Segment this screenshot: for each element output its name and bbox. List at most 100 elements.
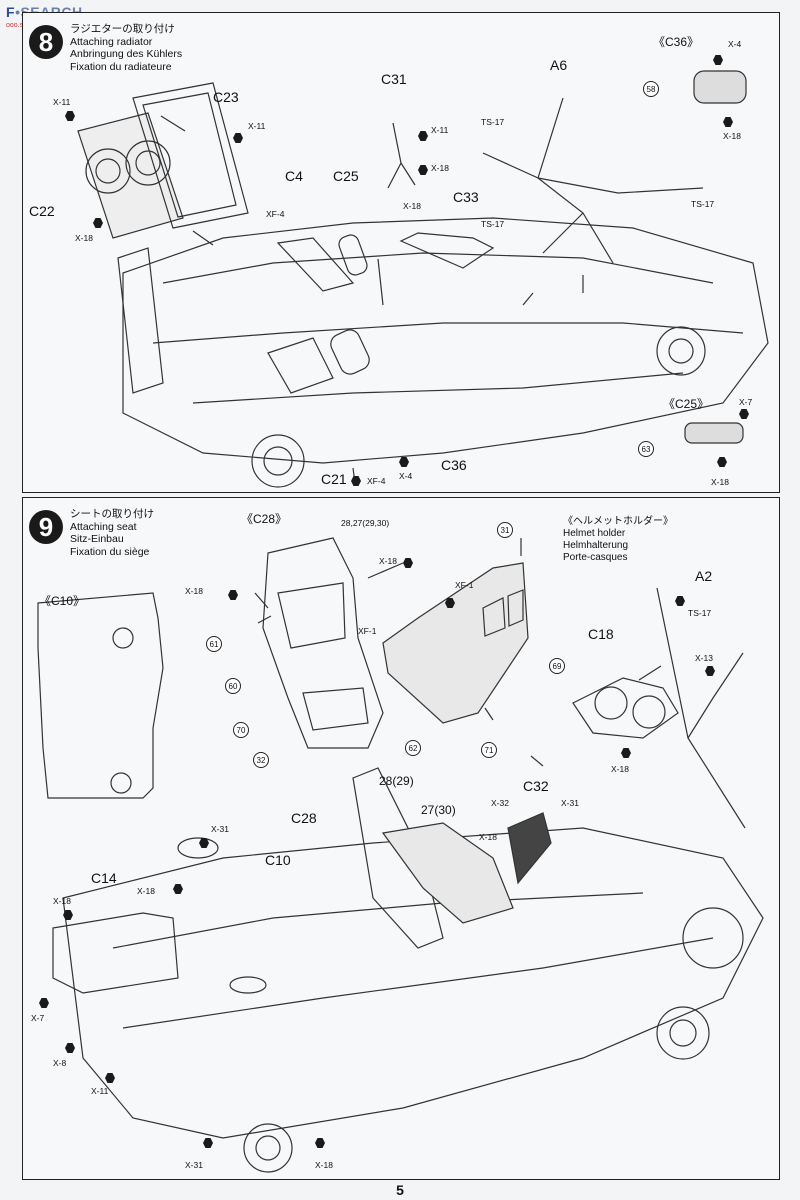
screw-label: X-11: [248, 121, 266, 131]
step-8-title: ラジエターの取り付け Attaching radiator Anbringung…: [70, 23, 182, 73]
screw-icon: [713, 55, 723, 65]
helmet-label-fr: Porte-casques: [563, 552, 628, 563]
part-label: C25: [333, 168, 359, 184]
screw-label: X-11: [91, 1086, 109, 1096]
screw-label: X-7: [739, 397, 753, 407]
screw-label: X-8: [53, 1058, 67, 1068]
inset-c36-label: 《C36》: [653, 35, 700, 49]
ref-number: 60: [225, 678, 241, 694]
screw-icon: [65, 111, 75, 121]
ref-number: 71: [481, 742, 497, 758]
part-label: C23: [213, 89, 239, 105]
screw-label: XF-1: [455, 580, 474, 590]
screw-icon: [203, 1138, 213, 1148]
ref-number: 70: [233, 722, 249, 738]
screw-icon: [739, 409, 749, 419]
step-9-illustration: [37, 537, 764, 1173]
screw-icon: [399, 457, 409, 467]
ref-number: 63: [638, 441, 654, 457]
part-label: C4: [285, 168, 303, 184]
helmet-holder-label: 《ヘルメットホルダー》 Helmet holder Helmhalterung …: [563, 516, 673, 564]
ref-number: 58: [643, 81, 659, 97]
screw-icon: [723, 117, 733, 127]
screw-label: X-32: [491, 798, 509, 808]
title-de: Sitz-Einbau: [70, 533, 124, 545]
screw-icon: [351, 476, 361, 486]
screw-label: X-18: [185, 586, 203, 596]
ref-number: 62: [405, 740, 421, 756]
step-9-badge: 9: [29, 510, 63, 544]
part-label: C21: [321, 471, 347, 487]
screw-label: X-18: [137, 886, 155, 896]
part-label: C18: [588, 626, 614, 642]
ref-list: 28,27(29,30): [341, 518, 390, 528]
screw-icon: [233, 133, 243, 143]
title-jp: シートの取り付け: [70, 508, 154, 520]
screw-label: X-18: [431, 163, 449, 173]
screw-label: TS-17: [691, 199, 715, 209]
screw-label: X-7: [31, 1013, 45, 1023]
helmet-label-jp: 《ヘルメットホルダー》: [563, 516, 673, 527]
screw-icon: [65, 1043, 75, 1053]
screw-icon: [445, 598, 455, 608]
title-en: Attaching seat: [70, 520, 137, 533]
title-fr: Fixation du radiateure: [70, 60, 172, 73]
screw-icon: [418, 131, 428, 141]
screw-label: X-18: [53, 896, 71, 906]
title-de: Anbringung des Kühlers: [70, 48, 183, 60]
part-label: C28: [291, 810, 317, 826]
ref-number: 32: [253, 752, 269, 768]
screw-icon: [717, 457, 727, 467]
screw-icon: [705, 666, 715, 676]
page-number: 5: [396, 1182, 404, 1198]
step-9-title: シートの取り付け Attaching seat Sitz-Einbau Fixa…: [70, 508, 154, 558]
screw-label: X-18: [403, 201, 421, 211]
screw-label: X-18: [723, 131, 741, 141]
screw-label: X-18: [75, 233, 93, 243]
screw-icon: [199, 838, 209, 848]
screw-label: X-18: [379, 556, 397, 566]
screw-icon: [63, 910, 73, 920]
screw-label: X-4: [728, 39, 742, 49]
step-9-panel: 9 シートの取り付け Attaching seat Sitz-Einbau Fi…: [22, 497, 780, 1180]
helmet-label-de: Helmhalterung: [563, 540, 629, 551]
ref-number: 31: [497, 522, 513, 538]
step-8-panel: 8 ラジエターの取り付け Attaching radiator Anbringu…: [22, 12, 780, 493]
part-label: C10: [265, 852, 291, 868]
step-8-illustration: [77, 70, 769, 488]
part-label: C36: [441, 457, 467, 473]
part-label: A2: [695, 568, 713, 584]
screw-label: XF-4: [367, 476, 386, 486]
screw-label: X-18: [711, 477, 729, 487]
part-label: C32: [523, 778, 549, 794]
screw-icon: [675, 596, 685, 606]
screw-label: TS-17: [688, 608, 712, 618]
part-label: C33: [453, 189, 479, 205]
screw-label: X-11: [53, 97, 71, 107]
ref-label: 27(30): [421, 803, 456, 817]
screw-icon: [418, 165, 428, 175]
screw-label: TS-17: [481, 117, 505, 127]
title-fr: Fixation du siège: [70, 545, 150, 558]
screw-label: XF-1: [358, 626, 377, 636]
screw-label: X-31: [211, 824, 229, 834]
screw-label: XF-4: [266, 209, 285, 219]
screw-icon: [173, 884, 183, 894]
screw-label: TS-17: [481, 219, 505, 229]
step-8-badge: 8: [29, 25, 63, 59]
title-jp: ラジエターの取り付け: [70, 23, 175, 35]
screw-icon: [315, 1138, 325, 1148]
screw-label: X-18: [315, 1160, 333, 1170]
ref-number: 61: [206, 636, 222, 652]
part-label: C14: [91, 870, 117, 886]
helmet-label-en: Helmet holder: [563, 528, 626, 539]
screw-label: X-18: [611, 764, 629, 774]
part-label: C31: [381, 71, 407, 87]
ref-number: 69: [549, 658, 565, 674]
screw-icon: [39, 998, 49, 1008]
screw-label: X-11: [431, 125, 449, 135]
screw-icon: [228, 590, 238, 600]
screw-icon: [93, 218, 103, 228]
screw-label: X-13: [695, 653, 713, 663]
screw-label: X-4: [399, 471, 413, 481]
